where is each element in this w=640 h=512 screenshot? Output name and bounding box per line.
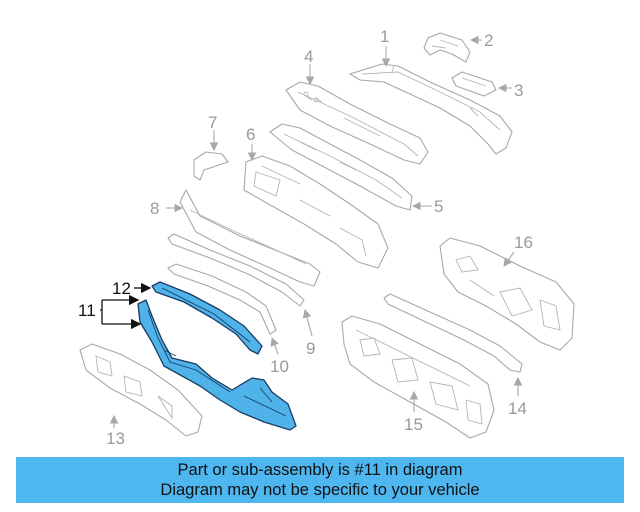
callout-10: 10 — [270, 357, 289, 376]
leader-10 — [270, 336, 279, 355]
info-banner: Part or sub-assembly is #11 in diagram D… — [16, 457, 624, 503]
callout-7: 7 — [208, 113, 217, 132]
callout-16: 16 — [514, 233, 533, 252]
part-1-upper-cowl — [349, 63, 513, 155]
banner-line-2: Diagram may not be specific to your vehi… — [160, 481, 480, 499]
part-16-panel — [439, 237, 575, 351]
callout-8: 8 — [150, 199, 159, 218]
part-9-seal — [167, 233, 305, 307]
callout-4: 4 — [304, 47, 313, 66]
part-7-bracket — [193, 151, 229, 181]
part-8-bar — [179, 189, 321, 287]
callout-2: 2 — [484, 31, 493, 50]
part-4-cowl-panel — [285, 81, 429, 165]
part-15-dash-panel — [341, 315, 495, 439]
part-5-lower-cowl — [269, 123, 413, 211]
callout-14: 14 — [508, 399, 527, 418]
callout-9: 9 — [306, 339, 315, 358]
part-10-strip — [167, 263, 277, 335]
part-12-highlighted-upper — [151, 281, 263, 355]
callout-11: 11 — [78, 301, 96, 320]
part-14-rail — [383, 293, 523, 373]
callout-6: 6 — [246, 125, 255, 144]
callout-12: 12 — [112, 279, 131, 298]
leader-9 — [302, 308, 313, 337]
callout-3: 3 — [514, 81, 523, 100]
part-2-bracket — [423, 32, 471, 63]
leader-16 — [503, 251, 515, 267]
callout-13: 13 — [106, 429, 125, 448]
part-6-reinforcement — [243, 155, 389, 269]
callout-5: 5 — [434, 197, 443, 216]
part-13-panel — [79, 343, 203, 437]
callout-15: 15 — [404, 415, 423, 434]
callout-1: 1 — [380, 27, 389, 46]
part-11-highlighted-assembly — [137, 299, 297, 431]
banner-line-1: Part or sub-assembly is #11 in diagram — [177, 461, 463, 479]
parts-diagram: 1 2 3 4 5 6 7 8 9 10 13 14 15 16 11 12 — [78, 27, 575, 448]
part-3-plate — [451, 71, 497, 97]
callout-11-bracket — [100, 294, 142, 330]
